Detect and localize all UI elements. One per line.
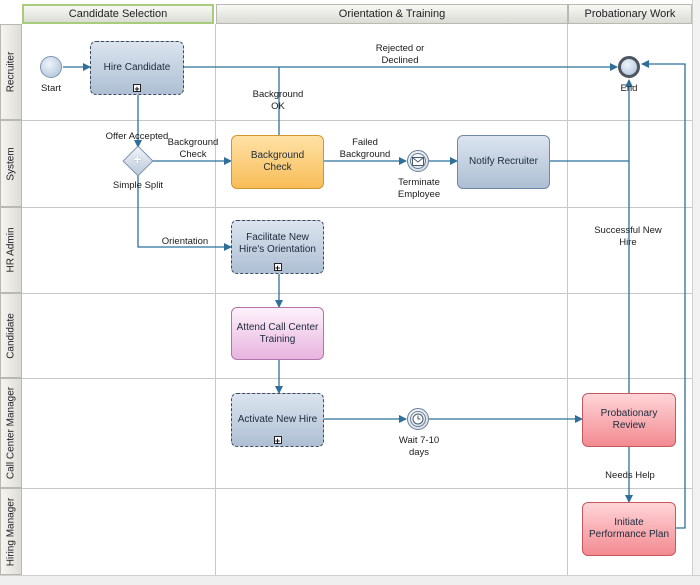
flow-label-failed-background: Failed Background <box>339 137 391 160</box>
task-label: Hire Candidate <box>103 62 171 73</box>
vertical-scrollbar[interactable] <box>692 0 700 575</box>
lane-call-center-manager[interactable]: Call Center Manager <box>0 378 22 488</box>
task-label: Background Check <box>250 150 305 173</box>
lane-divider <box>22 488 692 489</box>
clock-icon <box>412 413 424 425</box>
lane-divider <box>22 207 692 208</box>
lane-divider <box>22 293 692 294</box>
gateway-label: Simple Split <box>112 180 164 191</box>
phase-orientation-training[interactable]: Orientation & Training <box>216 4 568 24</box>
end-label: End <box>620 83 638 94</box>
flow-split-to-orientation <box>137 175 232 251</box>
wait-label: Wait 7-10 days <box>398 435 440 458</box>
phase-divider <box>567 24 568 575</box>
terminate-label: Terminate Employee <box>397 177 441 200</box>
task-label: Activate New Hire <box>237 414 318 425</box>
plus-icon: + <box>133 151 142 168</box>
task-label: Notify Recruiter <box>469 156 538 167</box>
flow-label-offer-accepted: Offer Accepted <box>105 131 169 142</box>
phase-label: Candidate Selection <box>68 8 168 20</box>
lane-recruiter[interactable]: Recruiter <box>0 24 22 120</box>
task-label: Facilitate New Hire's Orientation <box>239 232 316 255</box>
phase-probationary-work[interactable]: Probationary Work <box>568 4 692 24</box>
wait-timer-event[interactable] <box>407 408 429 430</box>
phase-label: Orientation & Training <box>338 8 446 20</box>
task-notify-recruiter[interactable]: Notify Recruiter <box>457 135 550 189</box>
flow-label-orientation: Orientation <box>161 236 209 247</box>
horizontal-scrollbar[interactable] <box>0 575 700 585</box>
envelope-icon <box>412 157 424 166</box>
lane-system[interactable]: System <box>0 120 22 207</box>
phase-divider <box>215 24 216 575</box>
flow-label-needs-help: Needs Help <box>605 470 655 481</box>
flow-label-background-check: Background Check <box>167 137 219 160</box>
task-initiate-performance-plan[interactable]: Initiate Performance Plan <box>582 502 676 556</box>
task-label: Initiate Performance Plan <box>588 517 670 540</box>
lane-divider <box>22 120 692 121</box>
end-event[interactable] <box>618 56 640 78</box>
task-label: Attend Call Center Training <box>236 321 319 345</box>
start-label: Start <box>40 83 62 94</box>
task-probationary-review[interactable]: Probationary Review <box>582 393 676 447</box>
lane-divider <box>22 378 692 379</box>
expand-subprocess-icon[interactable]: + <box>273 436 282 446</box>
lane-hr-admin[interactable]: HR Admin <box>0 207 22 293</box>
flow-plan-to-end <box>641 60 686 529</box>
flow-label-background-ok: Background OK <box>252 89 304 112</box>
start-event[interactable] <box>40 56 62 78</box>
terminate-event[interactable] <box>407 150 429 172</box>
task-attend-training[interactable]: Attend Call Center Training <box>231 307 324 360</box>
task-hire-candidate[interactable]: Hire Candidate + <box>90 41 184 95</box>
task-activate-new-hire[interactable]: Activate New Hire + <box>231 393 324 447</box>
task-label: Probationary Review <box>600 408 658 431</box>
expand-subprocess-icon[interactable]: + <box>273 263 282 273</box>
lane-candidate[interactable]: Candidate <box>0 293 22 378</box>
phase-candidate-selection[interactable]: Candidate Selection <box>22 4 214 24</box>
flow-label-successful-hire: Successful New Hire <box>594 225 662 248</box>
task-facilitate-orientation[interactable]: Facilitate New Hire's Orientation + <box>231 220 324 274</box>
flow-label-rejected: Rejected or Declined <box>375 43 425 66</box>
expand-subprocess-icon[interactable]: + <box>133 84 141 94</box>
phase-label: Probationary Work <box>584 8 676 20</box>
lane-hiring-manager[interactable]: Hiring Manager <box>0 488 22 575</box>
task-background-check[interactable]: Background Check <box>231 135 324 189</box>
